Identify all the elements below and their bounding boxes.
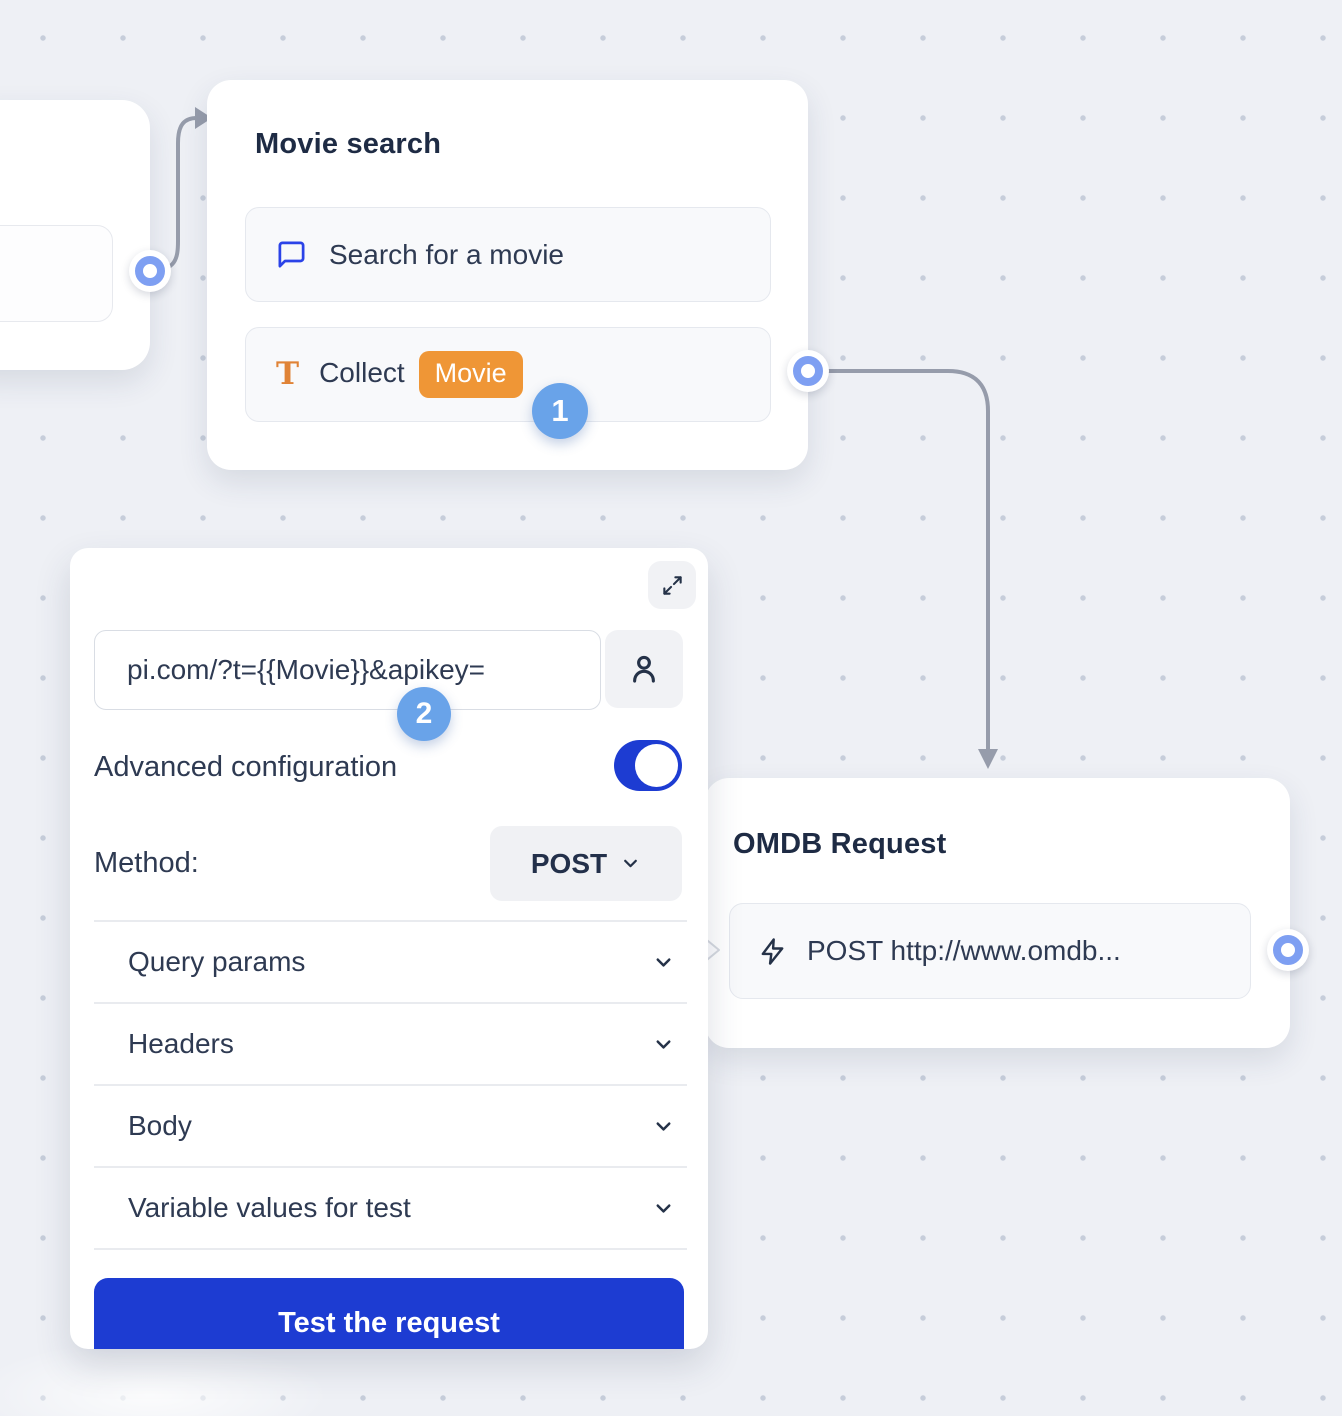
output-port-omdb[interactable] [1267,929,1309,971]
chevron-down-icon [656,1203,671,1213]
divider [94,1248,687,1250]
section-body[interactable]: Body [94,1085,687,1167]
edge-movie-to-omdb [806,369,990,752]
text-collect-icon: T [276,356,300,392]
chevron-down-icon [656,1039,671,1049]
test-request-button[interactable]: Test the request [94,1278,684,1349]
divider [94,1002,687,1004]
divider [94,920,687,922]
method-value: POST [530,847,608,879]
movie-search-node[interactable]: Movie search Search for a movie T Collec… [207,80,808,470]
omdb-request-node[interactable]: OMDB Request POST http://www.omdb... [705,778,1290,1048]
edge-left-to-movie [148,116,199,273]
step-badge-1: 1 [532,383,588,439]
webhook-editor-panel[interactable]: Advanced configuration Method: POST Quer… [70,548,708,1349]
user-variable-button[interactable] [605,630,683,708]
node-title: OMDB Request [733,828,947,860]
expand-icon [662,575,682,595]
canvas-glow [0,1340,330,1416]
variable-chip[interactable]: Movie [418,351,523,398]
port-ring [1273,935,1303,965]
port-ring [793,356,823,386]
port-ring [135,256,165,286]
method-select[interactable]: POST [490,826,682,901]
advanced-configuration-label: Advanced configuration [94,751,398,783]
node-title: Movie search [255,128,442,160]
edge-movie-to-omdb-arrowhead [978,749,998,769]
chat-bubble-icon [278,241,305,268]
webhook-block[interactable]: POST http://www.omdb... [729,903,1251,999]
section-label: Variable values for test [128,1192,411,1223]
partial-node-item[interactable] [0,225,113,322]
chevron-down-icon [656,1121,671,1131]
chevron-down-icon [624,859,637,868]
method-label: Method: [94,847,199,879]
output-port-movie-search[interactable] [787,350,829,392]
message-block[interactable]: Search for a movie [245,207,771,302]
output-port-left-node[interactable] [129,250,171,292]
section-label: Headers [128,1028,234,1059]
section-variable-values[interactable]: Variable values for test [94,1167,687,1249]
section-headers[interactable]: Headers [94,1003,687,1085]
divider [94,1084,687,1086]
chevron-down-icon [656,957,671,967]
message-block-label: Search for a movie [329,238,564,270]
section-label: Query params [128,946,306,977]
expand-button[interactable] [648,561,696,609]
lightning-icon [761,937,784,965]
divider [94,1166,687,1168]
webhook-block-label: POST http://www.omdb... [807,935,1121,966]
partial-node-card[interactable] [0,100,150,370]
step-badge-2: 2 [397,687,451,741]
advanced-configuration-toggle[interactable] [614,740,682,791]
section-query-params[interactable]: Query params [94,921,687,1003]
user-icon [633,655,655,683]
toggle-knob [635,744,678,787]
section-label: Body [128,1110,192,1141]
url-input[interactable] [94,630,601,710]
